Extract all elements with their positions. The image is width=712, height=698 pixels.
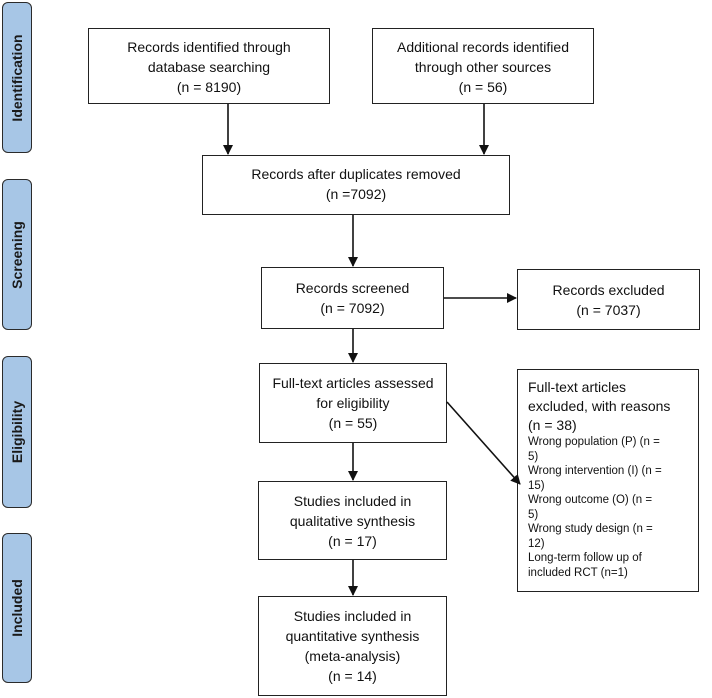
screened-line-1: Records screened [295,280,410,296]
phase-identification: Identification [2,2,32,153]
fulltext-line-3: (n = 55) [328,415,378,431]
fulltext-line-1: Full-text articles assessed [272,375,434,391]
box-other-sources: Additional records identified through ot… [372,28,594,104]
phase-screening: Screening [2,179,32,330]
box-records-screened: Records screened (n = 7092) [261,267,444,329]
after-duplicates-line-1: Records after duplicates removed [251,166,461,182]
fulltext-line-2: for eligibility [316,395,390,411]
exclusion-reason-5: Wrong outcome (O) (n = [528,494,653,506]
qualitative-line-3: (n = 17) [328,532,377,549]
after-duplicates-line-2: (n =7092) [325,186,387,202]
quantitative-line-3: (meta-analysis) [304,648,401,664]
exclusion-reason-6: 5) [528,508,539,521]
box-qualitative-synthesis: Studies included in qualitative synthesi… [258,481,447,560]
db-search-line-1: Records identified through [127,39,291,55]
quantitative-line-1: Studies included in [293,608,412,624]
other-sources-line-3: (n = 56) [458,79,508,95]
exclusion-heading-3: (n = 38) [528,417,577,433]
db-search-line-3: (n = 8190) [176,79,242,95]
phase-included: Included [2,533,32,683]
phase-eligibility: Eligibility [2,356,32,508]
box-fulltext-assessed: Full-text articles assessed for eligibil… [259,363,447,443]
exclusion-heading-1: Full-text articles [528,379,627,395]
exclusion-reason-1: Wrong population (P) (n = [528,436,660,448]
db-search-line-2: database searching [147,59,271,75]
exclusion-reason-2: 5) [528,450,539,463]
other-sources-line-2: through other sources [414,59,552,75]
excluded-line-2: (n = 7037) [576,301,641,318]
exclusion-reason-7: Wrong study design (n = [528,523,653,535]
quantitative-line-2: quantitative synthesis [285,628,420,644]
box-quantitative-synthesis: Studies included in quantitative synthes… [258,596,447,696]
qualitative-line-2: qualitative synthesis [289,512,416,529]
box-fulltext-excluded: Full-text articles excluded, with reason… [517,369,699,592]
excluded-line-1: Records excluded [552,281,665,298]
other-sources-line-1: Additional records identified [397,39,569,55]
qualitative-line-1: Studies included in [293,492,412,509]
exclusion-reason-3: Wrong intervention (I) (n = [528,465,662,477]
exclusion-reason-4: 15) [528,479,545,492]
exclusion-reason-10: included RCT (n=1) [528,566,628,579]
box-database-searching: Records identified through database sear… [88,28,330,104]
screened-line-2: (n = 7092) [320,300,385,316]
exclusion-reason-8: 12) [528,537,545,550]
quantitative-line-4: (n = 14) [328,668,377,684]
exclusion-heading-2: excluded, with reasons [528,398,671,414]
arrow-fulltext-to-excluded-reasons [446,401,521,485]
exclusion-reason-9: Long-term follow up of [528,552,642,564]
box-after-duplicates: Records after duplicates removed (n =709… [202,155,510,215]
box-records-excluded: Records excluded (n = 7037) [517,269,700,330]
